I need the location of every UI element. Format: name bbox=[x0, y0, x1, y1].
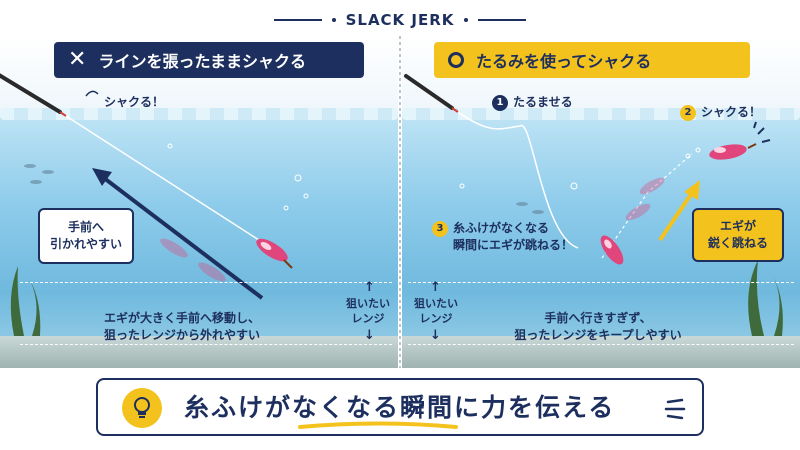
pull-box-line-2: 引かれやすい bbox=[49, 237, 122, 251]
diagram-title: SLACK JERK bbox=[0, 6, 800, 34]
circle-icon bbox=[448, 52, 464, 68]
title-text: SLACK JERK bbox=[345, 11, 455, 29]
range-top-line bbox=[408, 282, 794, 283]
light-bulb-icon bbox=[122, 388, 162, 428]
title-dot-right bbox=[464, 18, 469, 22]
jerk-motion-mark bbox=[85, 90, 99, 97]
rod-tip bbox=[451, 107, 459, 113]
range-arrow-down: ↓ bbox=[430, 328, 441, 343]
right-header: たるみを使ってシャクる bbox=[434, 42, 750, 78]
seaweed bbox=[10, 266, 41, 336]
pull-box-line-1: 手前へ bbox=[67, 220, 104, 234]
jerk-label: シャクる！ bbox=[104, 95, 165, 109]
seaweed bbox=[748, 260, 783, 336]
jump-arrow-head bbox=[684, 180, 700, 200]
right-scene bbox=[404, 74, 783, 336]
fishing-rod bbox=[404, 74, 454, 110]
step-1-text: たるませる bbox=[513, 95, 573, 109]
rod-tip bbox=[59, 111, 67, 117]
left-range-line-1: 狙いたい bbox=[346, 297, 390, 310]
egi-lure bbox=[256, 238, 293, 269]
step-2-badge: 2 bbox=[680, 104, 696, 121]
seabed bbox=[0, 336, 398, 368]
taut-line bbox=[65, 115, 263, 243]
left-note-line-1: エギが大きく手前へ移動し、 bbox=[104, 311, 261, 325]
title-rule-left bbox=[273, 19, 322, 21]
bulb-glyph bbox=[134, 397, 150, 418]
seabed bbox=[402, 336, 800, 368]
left-header-text: ラインを張ったままシャクる bbox=[98, 52, 306, 71]
left-range-line-2: レンジ bbox=[351, 312, 385, 325]
slack-line bbox=[457, 111, 579, 249]
panel-divider bbox=[399, 36, 401, 368]
action-marks bbox=[753, 121, 771, 143]
jump-arrow bbox=[658, 188, 696, 242]
right-range-label: 狙いたい レンジ bbox=[406, 296, 466, 326]
egi-ghost bbox=[160, 238, 226, 282]
fish-school bbox=[516, 202, 544, 214]
range-bottom-line bbox=[20, 344, 392, 345]
range-arrow-up: ↑ bbox=[364, 280, 375, 295]
egi-ghost bbox=[625, 177, 665, 221]
range-bottom-line bbox=[408, 344, 794, 345]
egi-path bbox=[601, 153, 693, 259]
tip-banner: 糸ふけがなくなる瞬間に力を伝える bbox=[96, 378, 704, 436]
left-note: エギが大きく手前へ移動し、 狙ったレンジから外れやすい bbox=[104, 310, 260, 344]
left-note-line-2: 狙ったレンジから外れやすい bbox=[104, 328, 261, 342]
step-3-badge: 3 bbox=[432, 220, 448, 237]
left-range-label: 狙いたい レンジ bbox=[338, 296, 398, 326]
left-header: ✕ ラインを張ったままシャクる bbox=[54, 42, 364, 78]
right-range-line-2: レンジ bbox=[419, 312, 453, 325]
title-dot-left bbox=[331, 18, 336, 22]
banner-text: 糸ふけがなくなる瞬間に力を伝える bbox=[184, 393, 616, 422]
right-panel: たるみを使ってシャクる bbox=[402, 36, 800, 368]
bubbles bbox=[459, 147, 701, 190]
step-3-line-1: 糸ふけがなくなる bbox=[453, 221, 550, 235]
right-note-line-1: 手前へ行きすぎず、 bbox=[544, 311, 652, 325]
effect-box-line-1: エギが bbox=[719, 219, 756, 233]
title-rule-right bbox=[478, 19, 527, 21]
emphasis-marks bbox=[664, 398, 686, 420]
water-surface bbox=[402, 108, 800, 120]
range-arrow-up: ↑ bbox=[430, 280, 441, 295]
egi-lure-bottom bbox=[600, 235, 624, 265]
step-1-badge: 1 bbox=[492, 94, 508, 111]
right-range-line-1: 狙いたい bbox=[414, 297, 458, 310]
pull-arrow-head bbox=[92, 168, 112, 186]
left-panel: ✕ ラインを張ったままシャクる bbox=[0, 36, 398, 368]
fishing-rod bbox=[0, 73, 62, 114]
right-note-line-2: 狙ったレンジをキープしやすい bbox=[514, 328, 682, 342]
step-2-text: シャクる！ bbox=[701, 105, 762, 119]
bubbles bbox=[167, 143, 309, 211]
pull-box: 手前へ 引かれやすい bbox=[38, 208, 134, 264]
left-scene bbox=[0, 73, 309, 336]
effect-box-line-2: 鋭く跳ねる bbox=[707, 236, 768, 250]
step-3-line-2: 瞬間にエギが跳ねる！ bbox=[453, 238, 574, 252]
egi-lure-top bbox=[709, 143, 757, 160]
effect-box: エギが 鋭く跳ねる bbox=[692, 208, 784, 262]
step-3: 3 糸ふけがなくなる 瞬間にエギが跳ねる！ bbox=[432, 220, 573, 254]
right-note: 手前へ行きすぎず、 狙ったレンジをキープしやすい bbox=[498, 310, 698, 344]
fish-school bbox=[24, 164, 54, 184]
range-arrow-down: ↓ bbox=[364, 328, 375, 343]
water-surface bbox=[0, 108, 398, 120]
banner-underline bbox=[298, 421, 458, 429]
step-2: 2 シャクる！ bbox=[680, 104, 761, 121]
range-top-line bbox=[20, 282, 392, 283]
pull-arrow bbox=[102, 176, 264, 300]
cross-icon: ✕ bbox=[68, 47, 87, 72]
right-header-text: たるみを使ってシャクる bbox=[476, 52, 652, 71]
step-1: 1 たるませる bbox=[492, 94, 573, 111]
